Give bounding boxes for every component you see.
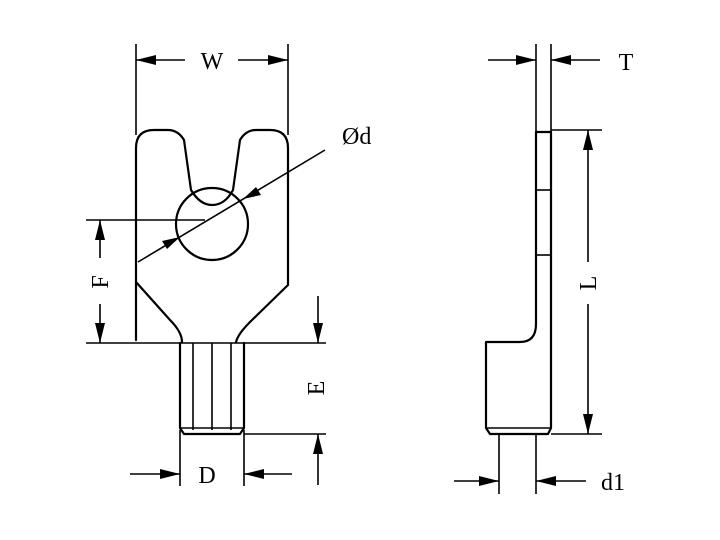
stud-outline (178, 341, 246, 436)
t-arrow-right (551, 55, 571, 65)
l-arrow-bottom (583, 414, 593, 434)
f-arrow-bottom (95, 323, 105, 343)
e-label: E (304, 381, 330, 396)
d1-arrow-right (536, 476, 556, 486)
d-label: Ød (342, 124, 371, 150)
stud-d-label: D (198, 463, 215, 489)
w-label: W (201, 49, 224, 75)
side-view: T L d1 (454, 44, 634, 496)
l-label: L (576, 276, 602, 291)
hole-circle (174, 186, 250, 262)
f-label: F (88, 275, 114, 288)
w-arrow-right (268, 55, 288, 65)
front-view: W Ød F E D (86, 44, 371, 489)
e-arrow-bottom (313, 434, 323, 454)
d-arrow-right (244, 469, 264, 479)
front-body-left-taper (134, 280, 184, 344)
d1-label: d1 (601, 470, 625, 496)
d-arrow-2 (243, 187, 261, 199)
e-arrow-top (313, 323, 323, 343)
side-plate-outline (484, 130, 553, 436)
d1-arrow-left (479, 476, 499, 486)
d-arrow-1 (162, 237, 180, 249)
w-arrow-left (136, 55, 156, 65)
l-arrow-top (583, 130, 593, 150)
f-arrow-top (95, 220, 105, 240)
front-body-outline (134, 128, 290, 344)
d-arrow-left (160, 469, 180, 479)
t-arrow-left (516, 55, 536, 65)
t-label: T (619, 50, 634, 76)
